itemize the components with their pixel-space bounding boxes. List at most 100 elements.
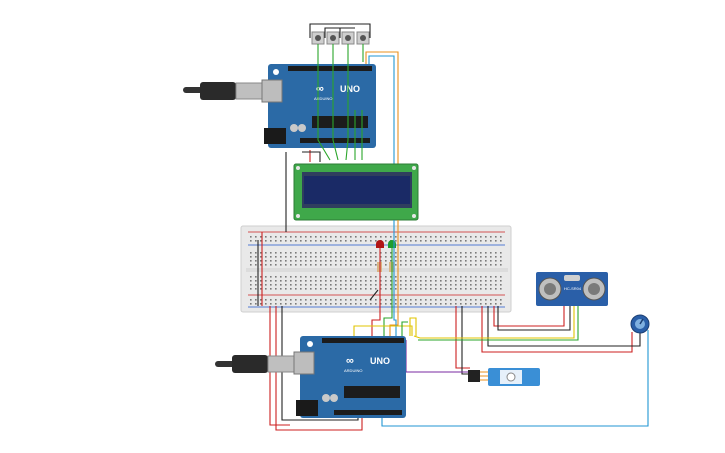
breadboard-hole [500,299,502,301]
breadboard-hole [390,236,392,238]
breadboard-hole [345,288,347,290]
arduino-top-brand: ARDUINO [314,96,332,101]
breadboard-hole [250,256,252,258]
breadboard-hole [415,280,417,282]
servo-motor[interactable] [468,368,540,386]
breadboard-hole [325,256,327,258]
breadboard-hole [375,284,377,286]
breadboard-hole [370,288,372,290]
breadboard-hole [325,260,327,262]
breadboard-hole [350,284,352,286]
breadboard-hole [385,299,387,301]
breadboard-hole [330,240,332,242]
breadboard-hole [300,260,302,262]
breadboard-hole [435,284,437,286]
breadboard-hole [375,264,377,266]
breadboard[interactable] [240,225,512,313]
breadboard-hole [265,276,267,278]
arduino-bottom-brand: ARDUINO [344,368,362,373]
breadboard-hole [445,280,447,282]
pushbuttons[interactable] [311,31,370,45]
breadboard-hole [360,288,362,290]
breadboard-hole [310,303,312,305]
breadboard-hole [440,240,442,242]
arduino-top[interactable]: ∞ UNO ARDUINO [183,64,376,148]
breadboard-hole [440,299,442,301]
breadboard-hole [265,284,267,286]
breadboard-hole [395,280,397,282]
breadboard-hole [310,264,312,266]
breadboard-hole [330,299,332,301]
breadboard-hole [275,260,277,262]
breadboard-hole [345,260,347,262]
breadboard-hole [490,276,492,278]
breadboard-hole [390,280,392,282]
breadboard-hole [475,299,477,301]
breadboard-hole [385,264,387,266]
led-green[interactable] [388,240,396,248]
breadboard-hole [365,288,367,290]
breadboard-hole [355,276,357,278]
breadboard-hole [275,280,277,282]
breadboard-hole [315,288,317,290]
lcd-display[interactable] [293,163,419,221]
breadboard-hole [390,256,392,258]
breadboard-hole [335,260,337,262]
breadboard-hole [310,288,312,290]
breadboard-hole [485,260,487,262]
breadboard-hole [440,276,442,278]
breadboard-hole [425,240,427,242]
breadboard-hole [335,299,337,301]
breadboard-hole [305,299,307,301]
breadboard-hole [325,240,327,242]
breadboard-hole [365,240,367,242]
breadboard-hole [310,240,312,242]
breadboard-hole [485,276,487,278]
breadboard-hole [405,280,407,282]
breadboard-hole [425,288,427,290]
svg-text:∞: ∞ [346,355,354,367]
breadboard-hole [305,256,307,258]
breadboard-hole [260,264,262,266]
breadboard-hole [445,284,447,286]
breadboard-hole [485,236,487,238]
potentiometer[interactable] [630,314,650,334]
ultrasonic-sensor[interactable]: HC-SR04 [536,272,608,306]
breadboard-hole [360,299,362,301]
breadboard-hole [290,252,292,254]
breadboard-hole [290,299,292,301]
breadboard-hole [400,252,402,254]
breadboard-hole [285,264,287,266]
breadboard-hole [300,236,302,238]
breadboard-hole [465,303,467,305]
led-red[interactable] [376,240,384,248]
breadboard-hole [320,240,322,242]
breadboard-hole [400,303,402,305]
breadboard-hole [415,260,417,262]
breadboard-hole [385,276,387,278]
breadboard-hole [390,284,392,286]
breadboard-hole [455,252,457,254]
breadboard-hole [475,252,477,254]
breadboard-hole [360,303,362,305]
breadboard-hole [430,236,432,238]
breadboard-hole [340,256,342,258]
breadboard-hole [285,284,287,286]
breadboard-hole [485,303,487,305]
breadboard-hole [435,288,437,290]
breadboard-hole [345,236,347,238]
breadboard-hole [255,284,257,286]
breadboard-hole [405,288,407,290]
breadboard-hole [330,252,332,254]
breadboard-hole [275,284,277,286]
breadboard-hole [370,256,372,258]
breadboard-hole [335,236,337,238]
breadboard-hole [250,299,252,301]
breadboard-hole [340,288,342,290]
breadboard-hole [410,303,412,305]
breadboard-hole [320,264,322,266]
breadboard-hole [365,276,367,278]
arduino-bottom[interactable]: ∞ UNO ARDUINO [215,336,406,418]
breadboard-hole [465,252,467,254]
breadboard-hole [350,256,352,258]
